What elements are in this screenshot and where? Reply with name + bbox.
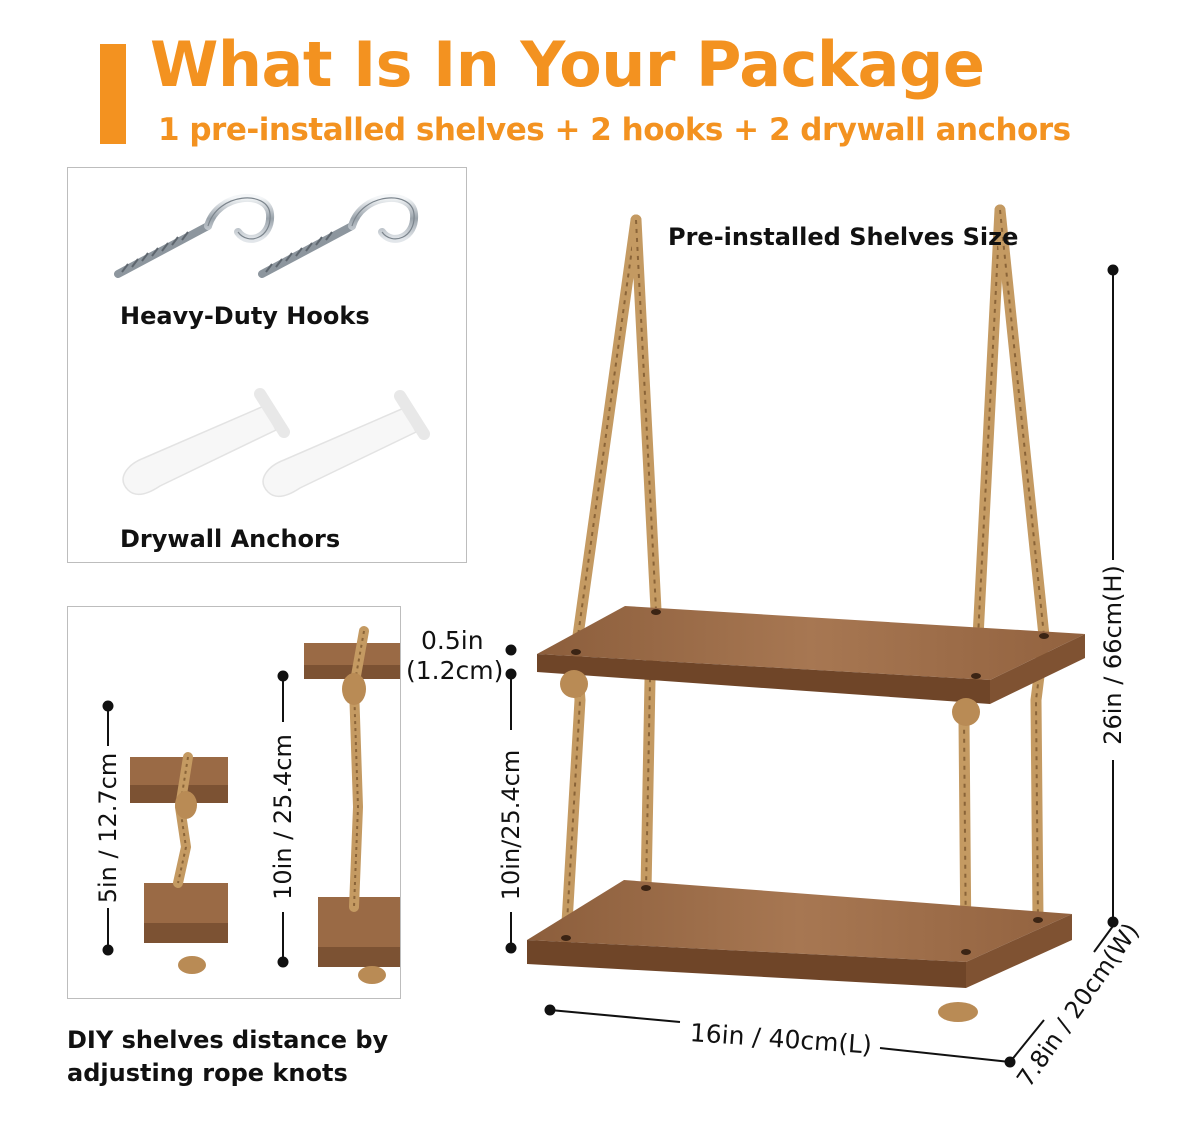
page-title: What Is In Your Package [150,28,985,101]
bottom-shelf-board [527,880,1072,1022]
diy-long-spacing-label: 10in / 25.4cm [269,734,297,900]
short-spacing-shelf-illustration [130,752,228,974]
thickness-label: 0.5in [421,626,484,655]
top-shelf-board [537,606,1085,726]
diy-short-spacing-label: 5in / 12.7cm [94,752,122,904]
dimension-lines [102,264,1119,1068]
shelves-size-label: Pre-installed Shelves Size [668,223,1019,251]
hooks-label: Heavy-Duty Hooks [120,302,370,330]
package-contents-subtitle: 1 pre-installed shelves + 2 hooks + 2 dr… [158,112,1071,148]
title-accent-bar [100,44,126,144]
thickness-metric-label: (1.2cm) [406,656,504,685]
height-label: 26in / 66cm(H) [1099,565,1127,745]
diy-caption-line2: adjusting rope knots [67,1059,348,1087]
hook-icon [114,193,275,278]
rope [560,204,1050,956]
drywall-anchor-icon [262,390,430,498]
accessories-panel: Heavy-Duty Hooks Drywall Anchors [67,167,467,563]
diy-caption: DIY shelves distance by adjusting rope k… [67,1024,388,1090]
shelf-spacing-label: 10in/25.4cm [497,749,525,901]
diy-caption-line1: DIY shelves distance by [67,1026,389,1054]
drywall-anchor-icon [122,388,290,496]
anchors-label: Drywall Anchors [120,525,341,553]
long-spacing-shelf-illustration [304,626,400,984]
hook-icon [258,193,419,278]
diy-spacing-illustration [130,626,400,984]
diy-spacing-panel [67,606,401,999]
accessories-illustration [114,193,430,498]
